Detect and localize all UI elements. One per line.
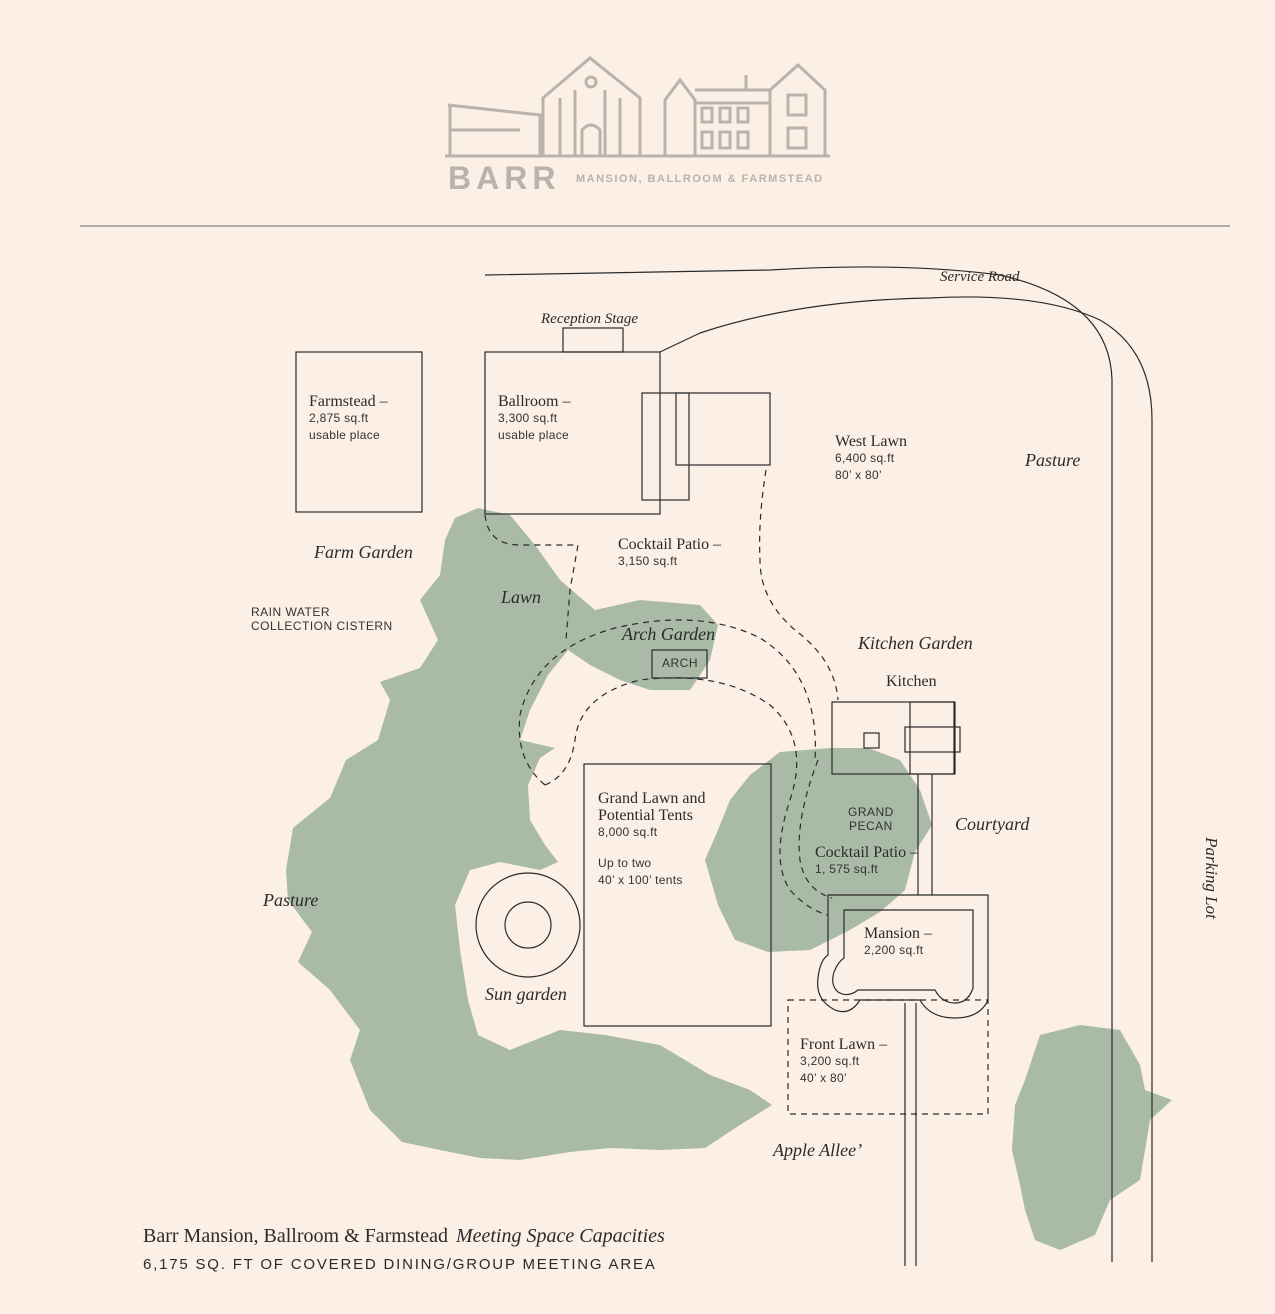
front-lawn-size: 3,200 sq.ft	[800, 1054, 860, 1068]
label-reception-stage: Reception Stage	[541, 311, 639, 327]
grand-lawn-name-1: Grand Lawn and	[598, 790, 706, 807]
space-mansion: Mansion – 2,200 sq.ft	[864, 925, 932, 959]
grand-lawn-size: 8,000 sq.ft	[598, 825, 658, 839]
walking-paths	[484, 469, 989, 1115]
ballroom-size: 3,300 sq.ft	[498, 411, 558, 425]
space-farmstead: Farmstead – 2,875 sq.ft usable place	[309, 393, 388, 444]
space-front-lawn: Front Lawn – 3,200 sq.ft 40’ x 80’	[800, 1036, 887, 1087]
footer-title: Barr Mansion, Ballroom & Farmstead	[143, 1225, 448, 1247]
sun-garden-inner	[504, 901, 552, 949]
grand-lawn-area	[583, 763, 772, 1027]
grand-lawn-note-2: 40’ x 100’ tents	[598, 873, 683, 887]
label-kitchen-garden: Kitchen Garden	[858, 633, 973, 653]
footer-subtitle: Meeting Space Capacities	[455, 1225, 665, 1247]
ballroom-annex-1	[641, 392, 690, 501]
ballroom-note: usable place	[498, 428, 569, 442]
logo-illustration	[445, 56, 830, 158]
west-lawn-note: 80’ x 80’	[835, 468, 882, 482]
space-cocktail-patio-2: Cocktail Patio – 1, 575 sq.ft	[815, 844, 918, 878]
label-arch-garden: Arch Garden	[622, 624, 716, 644]
service-road-inner	[484, 266, 1113, 1262]
ballroom-annex-2	[675, 392, 771, 466]
space-cocktail-patio-1: Cocktail Patio – 3,150 sq.ft	[618, 536, 721, 570]
footer-covered-area: 6,175 SQ. FT OF COVERED DINING/GROUP MEE…	[143, 1256, 657, 1273]
structures	[295, 266, 1153, 1266]
kitchen-inner-1	[909, 701, 955, 775]
label-courtyard: Courtyard	[955, 814, 1030, 834]
farmstead-note: usable place	[309, 428, 380, 442]
kitchen-inner-3	[863, 732, 880, 749]
label-kitchen: Kitchen	[886, 673, 937, 690]
service-road-outer	[659, 296, 1153, 1262]
cocktail-patio-1-size: 3,150 sq.ft	[618, 554, 678, 568]
grand-lawn-note-1: Up to two	[598, 856, 652, 870]
mansion-outer	[817, 894, 989, 1019]
label-arch: ARCH	[662, 656, 699, 670]
label-apple-allee: Apple Allee’	[773, 1140, 863, 1160]
brand-name: BARR	[448, 160, 561, 196]
label-lawn: Lawn	[501, 587, 542, 607]
label-service-road: Service Road	[940, 269, 1020, 285]
farmstead-name: Farmstead –	[309, 393, 388, 410]
kitchen-building	[831, 701, 956, 775]
west-lawn-size: 6,400 sq.ft	[835, 451, 895, 465]
space-grand-lawn: Grand Lawn and Potential Tents 8,000 sq.…	[598, 790, 706, 889]
brand-tagline: MANSION, BALLROOM & FARMSTEAD	[576, 173, 824, 185]
greenery	[286, 508, 1172, 1250]
label-sun-garden: Sun garden	[485, 984, 567, 1004]
kitchen-inner-2	[904, 726, 961, 753]
label-rain-water-cistern: RAIN WATER COLLECTION CISTERN	[251, 605, 393, 633]
sun-garden-outer	[475, 872, 581, 978]
reception-stage	[562, 327, 624, 353]
label-parking-lot: Parking Lot	[1201, 837, 1221, 919]
mansion-inner	[832, 909, 974, 1004]
space-west-lawn: West Lawn 6,400 sq.ft 80’ x 80’	[835, 433, 907, 484]
cocktail-patio-2-size: 1, 575 sq.ft	[815, 862, 878, 876]
footer-title-line: Barr Mansion, Ballroom & Farmstead Meetin…	[143, 1225, 665, 1248]
cocktail-patio-2-name: Cocktail Patio –	[815, 844, 919, 861]
front-lawn-name: Front Lawn –	[800, 1036, 888, 1053]
label-farm-garden: Farm Garden	[314, 542, 413, 562]
label-pasture-left: Pasture	[263, 890, 319, 910]
space-ballroom: Ballroom – 3,300 sq.ft usable place	[498, 393, 570, 444]
farmstead-building	[295, 351, 423, 513]
west-lawn-name: West Lawn	[835, 433, 908, 450]
grand-lawn-name-2: Potential Tents	[598, 807, 694, 824]
mansion-size: 2,200 sq.ft	[864, 943, 924, 957]
cocktail-patio-1-name: Cocktail Patio –	[618, 536, 722, 553]
farmstead-size: 2,875 sq.ft	[309, 411, 369, 425]
label-pasture-right: Pasture	[1025, 450, 1081, 470]
label-grand-pecan: GRAND PECAN	[848, 805, 894, 833]
ballroom-name: Ballroom –	[498, 393, 571, 410]
mansion-name: Mansion –	[864, 925, 932, 942]
front-lawn-note: 40’ x 80’	[800, 1071, 847, 1085]
